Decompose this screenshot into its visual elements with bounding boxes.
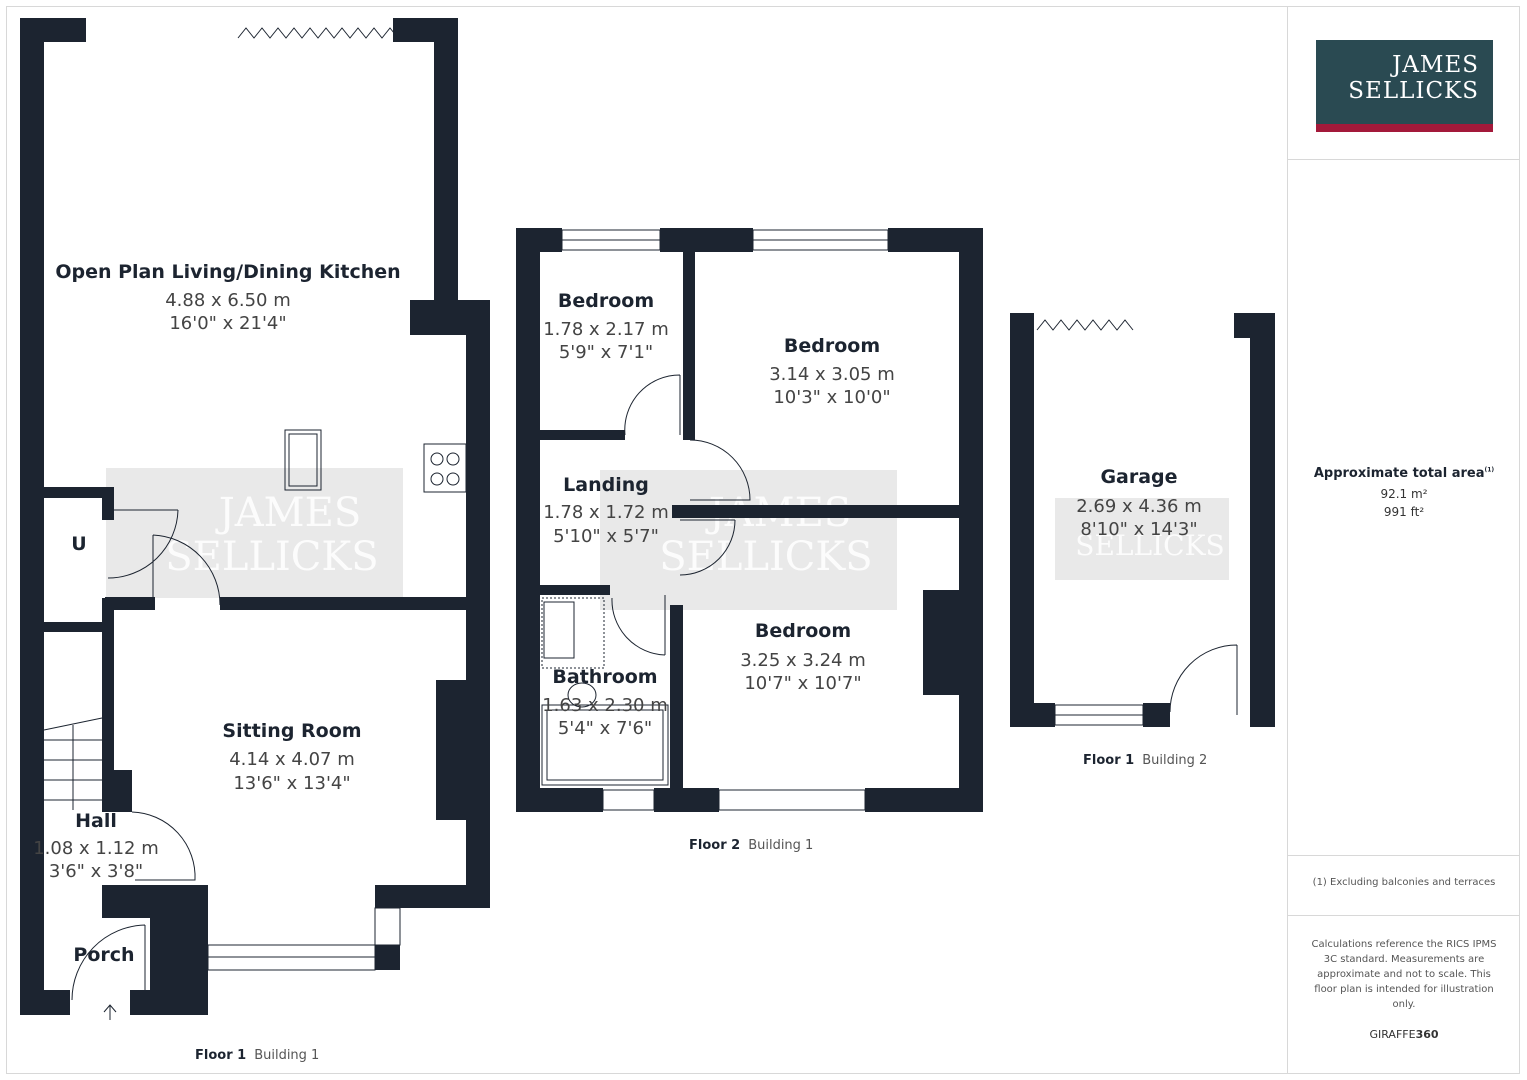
fixtures-floor2 <box>517 229 889 811</box>
room-hall: Hall 1.08 x 1.12 m 3'6" x 3'8" <box>33 810 159 882</box>
svg-text:JAMES: JAMES <box>215 490 361 536</box>
svg-text:SELLICKS: SELLICKS <box>165 534 378 580</box>
walls-garage <box>1010 313 1275 727</box>
svg-text:Hall: Hall <box>75 810 117 832</box>
floor-plan: JAMES SELLICKS JAMES SELLICKS SELLICKS <box>20 18 1275 1063</box>
svg-text:3.14 x 3.05 m: 3.14 x 3.05 m <box>769 364 895 385</box>
room-porch: Porch <box>73 944 134 966</box>
room-bedroom-front: Bedroom 3.14 x 3.05 m 10'3" x 10'0" <box>769 335 895 408</box>
watermark: JAMES SELLICKS JAMES SELLICKS SELLICKS <box>106 468 1229 610</box>
svg-text:10'7" x 10'7": 10'7" x 10'7" <box>744 673 861 694</box>
svg-text:1.08 x 1.12 m: 1.08 x 1.12 m <box>33 838 159 859</box>
fixtures-floor1 <box>43 27 467 1020</box>
svg-text:Landing: Landing <box>563 474 649 496</box>
svg-text:1.78 x 2.17 m: 1.78 x 2.17 m <box>543 319 669 340</box>
room-landing: Landing 1.78 x 1.72 m 5'10" x 5'7" <box>543 474 669 547</box>
svg-text:Sitting Room: Sitting Room <box>222 720 361 742</box>
svg-text:SELLICKS: SELLICKS <box>1075 529 1224 562</box>
svg-text:Bathroom: Bathroom <box>552 666 657 688</box>
svg-text:13'6" x 13'4": 13'6" x 13'4" <box>233 773 350 794</box>
svg-text:16'0" x 21'4": 16'0" x 21'4" <box>169 313 286 334</box>
svg-text:3.25 x 3.24 m: 3.25 x 3.24 m <box>740 650 866 671</box>
svg-text:5'10" x 5'7": 5'10" x 5'7" <box>553 526 659 547</box>
room-bedroom-rear: Bedroom 3.25 x 3.24 m 10'7" x 10'7" <box>740 620 866 694</box>
svg-text:Bedroom: Bedroom <box>755 620 851 642</box>
total-area: Approximate total area(1) 92.1 m² 991 ft… <box>1313 466 1495 519</box>
room-bathroom: Bathroom 1.63 x 2.30 m 5'4" x 7'6" <box>542 666 668 739</box>
room-garage: Garage 2.69 x 4.36 m 8'10" x 14'3" <box>1076 466 1202 540</box>
room-sitting: Sitting Room 4.14 x 4.07 m 13'6" x 13'4" <box>222 720 361 794</box>
room-kitchen: Open Plan Living/Dining Kitchen 4.88 x 6… <box>55 261 400 334</box>
svg-text:10'3" x 10'0": 10'3" x 10'0" <box>773 387 890 408</box>
svg-text:5'4" x 7'6": 5'4" x 7'6" <box>558 718 652 739</box>
svg-text:8'10" x 14'3": 8'10" x 14'3" <box>1080 519 1197 540</box>
room-utility: U <box>71 533 86 555</box>
room-bedroom-small: Bedroom 1.78 x 2.17 m 5'9" x 7'1" <box>543 290 669 363</box>
walls-floor1-building1 <box>20 18 490 1015</box>
svg-text:5'9" x 7'1": 5'9" x 7'1" <box>559 342 653 363</box>
svg-text:4.88 x 6.50 m: 4.88 x 6.50 m <box>165 290 291 311</box>
svg-text:Garage: Garage <box>1100 466 1177 488</box>
svg-text:Bedroom: Bedroom <box>558 290 654 312</box>
footnote: (1) Excluding balconies and terraces <box>1312 877 1496 888</box>
giraffe360-brand: GIRAFFE360 <box>1369 1028 1439 1041</box>
svg-text:1.78 x 1.72 m: 1.78 x 1.72 m <box>543 502 669 523</box>
fixtures-garage <box>1036 319 1238 726</box>
page-frame <box>6 6 1520 1074</box>
svg-text:SELLICKS: SELLICKS <box>659 534 872 580</box>
svg-text:2.69 x 4.36 m: 2.69 x 4.36 m <box>1076 496 1202 517</box>
svg-text:Bedroom: Bedroom <box>784 335 880 357</box>
svg-text:1.63 x 2.30 m: 1.63 x 2.30 m <box>542 695 668 716</box>
svg-text:4.14 x 4.07 m: 4.14 x 4.07 m <box>229 749 355 770</box>
svg-text:Open Plan Living/Dining Kitche: Open Plan Living/Dining Kitchen <box>55 261 400 283</box>
svg-text:3'6" x 3'8": 3'6" x 3'8" <box>49 861 143 882</box>
disclaimer: Calculations reference the RICS IPMS 3C … <box>1311 939 1497 1010</box>
walls-floor2 <box>516 228 983 812</box>
